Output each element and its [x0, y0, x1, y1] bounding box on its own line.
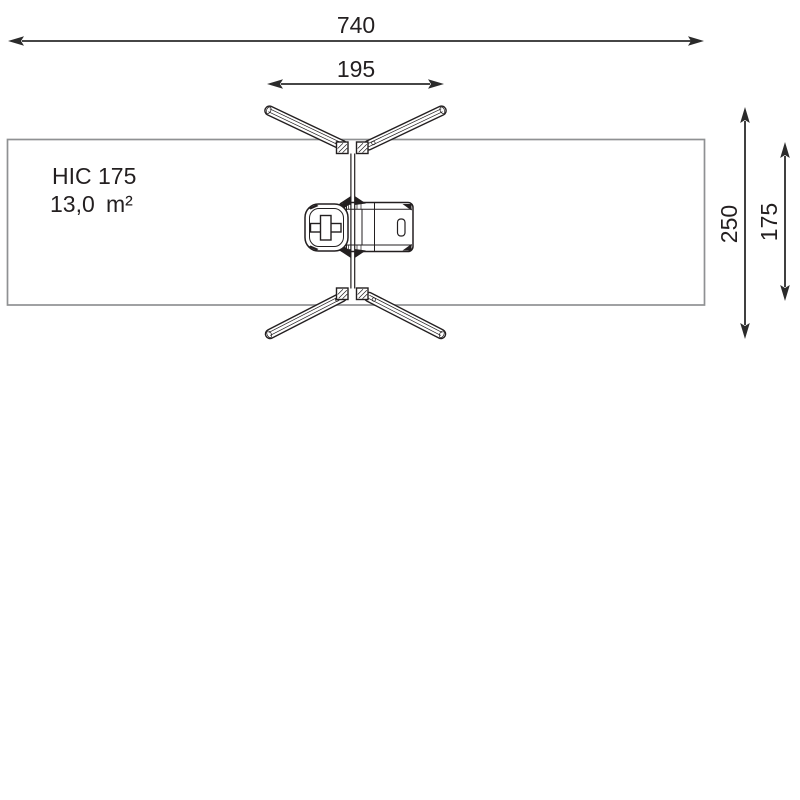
dim-crossbeam-spread: 195: [267, 56, 444, 89]
pole-clamp: [339, 249, 351, 258]
arrowhead-right-icon: [688, 36, 704, 46]
pod-centerbar: [319, 214, 332, 241]
swing-structure: [264, 105, 447, 340]
dim-overall-depth: 250: [716, 107, 750, 339]
swing-crossbeam-pole: [339, 153, 366, 289]
dim-overall-width: 740: [8, 12, 704, 46]
dim-safety-zone-depth: 175: [756, 142, 790, 301]
leg-end-cap: [438, 330, 445, 338]
seat-corner-clamp: [402, 244, 412, 251]
seat-assembly: [338, 201, 414, 253]
joint-plate: [355, 287, 369, 301]
joint-plate: [335, 287, 349, 301]
area-value-label: 13,0: [50, 191, 95, 217]
bottom-joint-plates: [335, 287, 369, 301]
dim-250-label: 250: [716, 205, 742, 243]
leg-bolt: [371, 297, 376, 302]
pod-clamp: [308, 204, 319, 210]
pod-inner: [309, 208, 344, 247]
arrowhead-right-icon: [428, 79, 444, 89]
arrowhead-down-icon: [780, 285, 790, 301]
seat-frame: [338, 201, 414, 253]
joint-plate: [335, 141, 349, 155]
arrowhead-up-icon: [740, 107, 750, 123]
leg-end-cap: [265, 106, 272, 114]
top-right-leg: [363, 105, 447, 151]
arrowhead-left-icon: [267, 79, 283, 89]
dim-195-label: 195: [337, 56, 375, 82]
leg-end-cap: [266, 330, 273, 338]
bottom-right-leg: [363, 291, 447, 340]
pod-clamp: [308, 245, 319, 251]
pole-clamp: [339, 196, 351, 205]
hic-label: HIC 175: [52, 163, 136, 189]
pole-clamp: [354, 196, 366, 205]
seat-corner-clamp: [402, 204, 412, 211]
arrowhead-left-icon: [8, 36, 24, 46]
seat-pod: [304, 203, 349, 252]
seat-slot: [396, 218, 406, 237]
joint-plate: [355, 141, 369, 155]
arrowhead-up-icon: [780, 142, 790, 158]
leg-end-cap: [439, 106, 446, 114]
area-unit-label: m²: [106, 191, 133, 217]
safety-zone-rect: [6, 138, 706, 306]
leg-bolt: [371, 140, 376, 146]
arrowhead-down-icon: [740, 323, 750, 339]
top-joint-plates: [335, 141, 369, 155]
dim-175-label: 175: [756, 203, 782, 241]
bottom-left-leg: [264, 291, 348, 340]
dim-740-label: 740: [337, 12, 375, 38]
pole-clamp: [354, 249, 366, 258]
